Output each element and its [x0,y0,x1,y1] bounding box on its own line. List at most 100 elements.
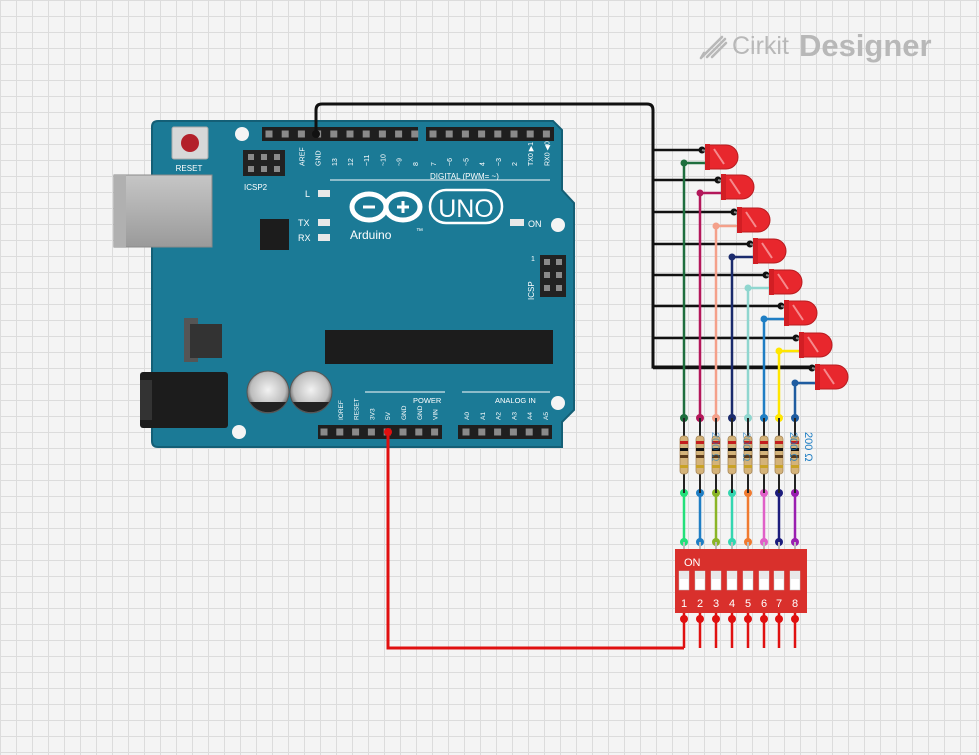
header-pin[interactable] [330,130,338,138]
dip-toggle-lever[interactable] [743,571,753,579]
header-pin[interactable] [431,428,439,436]
icsp2-pin [261,166,267,172]
resistor-band [728,448,736,451]
header-pin[interactable] [478,130,486,138]
resistor-label: 200 Ω [802,432,814,462]
digital-header-low[interactable] [426,127,554,141]
icsp-pin [556,272,562,278]
resistor-band [744,448,752,451]
led-array[interactable] [701,144,849,390]
header-pin[interactable] [411,130,419,138]
red-led[interactable] [765,269,803,295]
header-pin[interactable] [510,130,518,138]
switch-wires[interactable] [680,489,799,549]
icsp-pin [544,259,550,265]
digital-pin-label: 7 [431,162,438,166]
header-pin[interactable] [494,130,502,138]
header-pins[interactable] [265,130,550,436]
red-led[interactable] [811,364,849,390]
led-body[interactable] [723,174,755,200]
header-pin[interactable] [297,130,305,138]
led-rim [753,238,758,264]
led-anode-wire[interactable] [746,286,769,418]
header-pin[interactable] [362,130,370,138]
led-body[interactable] [771,269,803,295]
vcc-wire[interactable] [386,432,684,650]
led-anode-wire[interactable] [682,161,705,418]
header-pin[interactable] [429,130,437,138]
header-pin[interactable] [445,130,453,138]
dip-toggle-lever[interactable] [679,571,689,579]
header-pin[interactable] [399,428,407,436]
header-pin[interactable] [541,428,549,436]
header-pin[interactable] [494,428,502,436]
led-body[interactable] [786,300,818,326]
dip-toggle-lever[interactable] [695,571,705,579]
reset-button-cap[interactable] [181,134,199,152]
icsp-pins [544,259,562,291]
led-highlight [729,178,741,195]
icsp-header [540,255,566,297]
power-header[interactable] [318,425,442,439]
resistor-array[interactable] [679,418,800,493]
dip-toggle-lever[interactable] [790,571,800,579]
dip-toggle-lever[interactable] [711,571,721,579]
digital-pin-label: ~3 [496,158,503,166]
power-pin-label: 3V3 [369,408,376,420]
header-pin[interactable] [346,130,354,138]
gnd-wire[interactable] [314,102,815,369]
header-pin[interactable] [461,130,469,138]
icsp2-label: ICSP2 [244,183,268,192]
analog-header[interactable] [458,425,552,439]
led-anode-wire[interactable] [793,381,815,418]
header-pin[interactable] [509,428,517,436]
power-pin-label: GND [417,405,424,420]
vcc-branches[interactable] [680,613,799,648]
header-pin[interactable] [395,130,403,138]
header-pin[interactable] [542,130,550,138]
resistor-label: 200 Ω [740,432,752,462]
header-pin[interactable] [367,428,375,436]
red-led[interactable] [701,144,739,170]
led-body[interactable] [755,238,787,264]
led-highlight [807,336,819,353]
arduino-uno-board[interactable]: RESET ICSP2 ICSP 1 Arduino ™ [113,120,575,448]
header-pin[interactable] [352,428,360,436]
analog-pin-label: A3 [511,412,518,420]
header-pin[interactable] [462,428,470,436]
brand-logo: Cirkit Designer [698,26,932,66]
arduino-logo-text: Arduino [350,228,392,242]
header-pin[interactable] [336,428,344,436]
header-pin[interactable] [415,428,423,436]
led-tx-indicator [318,219,330,226]
dip-toggle-lever[interactable] [727,571,737,579]
header-pin[interactable] [378,130,386,138]
led-body[interactable] [707,144,739,170]
header-pin[interactable] [526,130,534,138]
resistor-band [775,465,783,468]
header-pin[interactable] [320,428,328,436]
header-pin[interactable] [281,130,289,138]
voltage-regulator [190,324,222,358]
red-led[interactable] [780,300,818,326]
red-led[interactable] [749,238,787,264]
digital-pin-label: GND [316,150,323,166]
header-pin[interactable] [478,428,486,436]
red-led[interactable] [733,207,771,233]
led-body[interactable] [817,364,849,390]
header-pin[interactable] [265,130,273,138]
resistor-band [696,441,704,444]
header-pin[interactable] [525,428,533,436]
red-led[interactable] [795,332,833,358]
led-on-label: ON [528,219,542,229]
dip-toggle-lever[interactable] [759,571,769,579]
dip-toggle-lever[interactable] [774,571,784,579]
red-led[interactable] [717,174,755,200]
resistor-band [680,455,688,458]
led-body[interactable] [739,207,771,233]
led-body[interactable] [801,332,833,358]
icsp-pin [556,259,562,265]
pen-logo-icon [699,35,728,60]
